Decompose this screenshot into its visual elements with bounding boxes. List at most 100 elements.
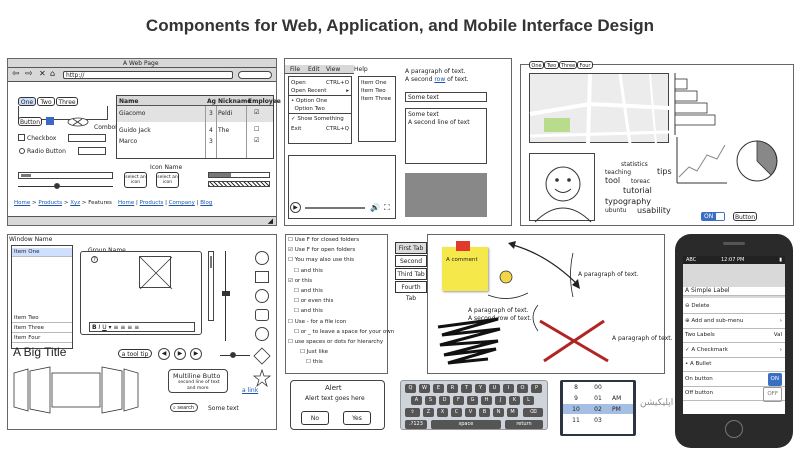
backspace-key-icon[interactable]: ⌫	[523, 408, 543, 417]
cell-check[interactable]: ☑	[254, 137, 260, 144]
select-icon-button[interactable]: select an icon	[124, 172, 147, 188]
key[interactable]: V	[465, 408, 476, 417]
cell-check[interactable]: ☐	[254, 126, 260, 133]
list-item[interactable]: Item Two	[12, 314, 72, 323]
col-age[interactable]: Ag	[207, 98, 216, 105]
tree-item[interactable]: ☐ and this	[294, 288, 323, 294]
menu-help[interactable]: Help	[354, 66, 368, 73]
tab-one[interactable]: One	[18, 97, 36, 106]
key[interactable]: X	[437, 408, 448, 417]
key[interactable]: T	[461, 384, 472, 393]
tree-item[interactable]: ☐ and this	[294, 267, 323, 274]
tree-item[interactable]: ☐ Just like	[300, 349, 328, 356]
multiline-button[interactable]: Multiline Butto second line of text and …	[168, 369, 228, 393]
back-icon[interactable]: ⇦	[12, 69, 20, 79]
volume-slider[interactable]	[220, 351, 250, 359]
tag[interactable]: ubuntu	[605, 207, 627, 214]
key[interactable]: L	[523, 396, 534, 405]
key[interactable]: Y	[475, 384, 486, 393]
key[interactable]: C	[451, 408, 462, 417]
picker-value[interactable]: 03	[594, 417, 602, 424]
tag[interactable]: toreac	[631, 178, 651, 185]
tab-three[interactable]: Three	[559, 61, 577, 69]
key[interactable]: Z	[423, 408, 434, 417]
color-swatch[interactable]	[46, 117, 54, 125]
key[interactable]: N	[493, 408, 504, 417]
tree-item[interactable]: ☐ Use F for closed folders	[288, 237, 360, 243]
picker-ampm[interactable]: PM	[612, 406, 621, 413]
picker-value[interactable]: 01	[594, 395, 602, 402]
key[interactable]: J	[495, 396, 506, 405]
key[interactable]: S	[425, 396, 436, 405]
tab-three[interactable]: Three	[56, 97, 78, 106]
tree-item[interactable]: ☐ this	[306, 359, 323, 366]
paragraph-link[interactable]: row	[434, 76, 446, 83]
home-button[interactable]	[725, 420, 743, 438]
picker-value[interactable]: 00	[594, 384, 602, 391]
vertical-scrollbar[interactable]	[208, 251, 214, 321]
key[interactable]: B	[479, 408, 490, 417]
tree-item[interactable]: ☐ You may also use this	[288, 257, 355, 264]
cell-check[interactable]: ☑	[254, 109, 260, 116]
tab-two[interactable]: Two	[544, 61, 559, 69]
picker-value[interactable]: 10	[572, 406, 580, 413]
tab-first[interactable]: First Tab	[395, 242, 427, 254]
resize-grip-icon[interactable]: ◢	[267, 217, 273, 225]
picker-value[interactable]: 11	[572, 417, 580, 424]
tab-third[interactable]: Third Tab	[395, 268, 427, 280]
search-field[interactable]: ⌕ search	[170, 403, 198, 412]
no-button[interactable]: No	[301, 411, 329, 425]
list-item-selected[interactable]: Item One	[12, 248, 72, 257]
radio-button[interactable]	[19, 148, 25, 154]
toggle-on[interactable]: ON	[701, 212, 725, 221]
map[interactable]	[529, 73, 671, 145]
breadcrumb-home[interactable]: Home	[14, 200, 31, 206]
tag[interactable]: typography	[605, 197, 651, 206]
tree-item[interactable]: ☑ or this	[288, 277, 313, 284]
picker-value[interactable]: 8	[574, 384, 578, 391]
forward-icon[interactable]: ▶	[190, 348, 202, 360]
list-item[interactable]: Item Two	[361, 88, 386, 94]
checkbox[interactable]	[18, 134, 25, 141]
picker-value[interactable]: 02	[594, 406, 602, 413]
tag[interactable]: tool	[605, 176, 621, 185]
picker-value[interactable]: 9	[574, 395, 578, 402]
key[interactable]: return	[505, 420, 543, 429]
key[interactable]: G	[467, 396, 478, 405]
menu-item-open-recent[interactable]: Open Recent▸	[289, 88, 351, 96]
tag[interactable]: statistics	[621, 161, 648, 168]
vertical-slider[interactable]	[222, 251, 230, 341]
menu-edit[interactable]: Edit	[308, 66, 320, 73]
key[interactable]: U	[489, 384, 500, 393]
list-item[interactable]: Item One	[361, 80, 387, 86]
tag[interactable]: tips	[657, 167, 672, 176]
button[interactable]: Button	[18, 117, 42, 126]
button[interactable]: Button	[733, 212, 757, 221]
cover-flow[interactable]	[13, 366, 164, 414]
tree-item[interactable]: ☐ or even this	[294, 298, 334, 305]
menu-file[interactable]: File	[290, 66, 301, 73]
tree-item[interactable]: ☐ use spaces or dots for hierarchy	[288, 339, 384, 345]
menu-item-show-something[interactable]: ✓ Show Something	[291, 116, 344, 122]
home-icon[interactable]: ⌂	[50, 69, 56, 78]
help-icon[interactable]: ?	[91, 256, 98, 263]
rewind-icon[interactable]: ◀	[158, 348, 170, 360]
col-nickname[interactable]: Nickname	[218, 98, 252, 105]
select-icon-button[interactable]: select an icon	[156, 172, 179, 188]
phone-list-item[interactable]: ⊖ Delete	[683, 300, 785, 314]
key[interactable]: P	[531, 384, 542, 393]
shift-key-icon[interactable]: ⇧	[405, 408, 420, 417]
tree-item[interactable]: ☐ or _ to leave a space for your own	[294, 328, 395, 335]
breadcrumb-xyz[interactable]: Xyz	[70, 200, 81, 206]
nav-blog[interactable]: Blog	[200, 200, 213, 206]
phone-list-item[interactable]: ✓ A Checkmark›	[683, 344, 785, 358]
close-icon[interactable]: ✕	[39, 69, 46, 78]
phone-list-item[interactable]: ⊕ Add and sub-menu›	[683, 315, 785, 329]
text-area[interactable]: Some text A second line of text	[405, 108, 487, 164]
key[interactable]: E	[433, 384, 444, 393]
picker-ampm[interactable]: AM	[612, 395, 622, 402]
key[interactable]: A	[411, 396, 422, 405]
tab-two[interactable]: Two	[37, 97, 55, 106]
